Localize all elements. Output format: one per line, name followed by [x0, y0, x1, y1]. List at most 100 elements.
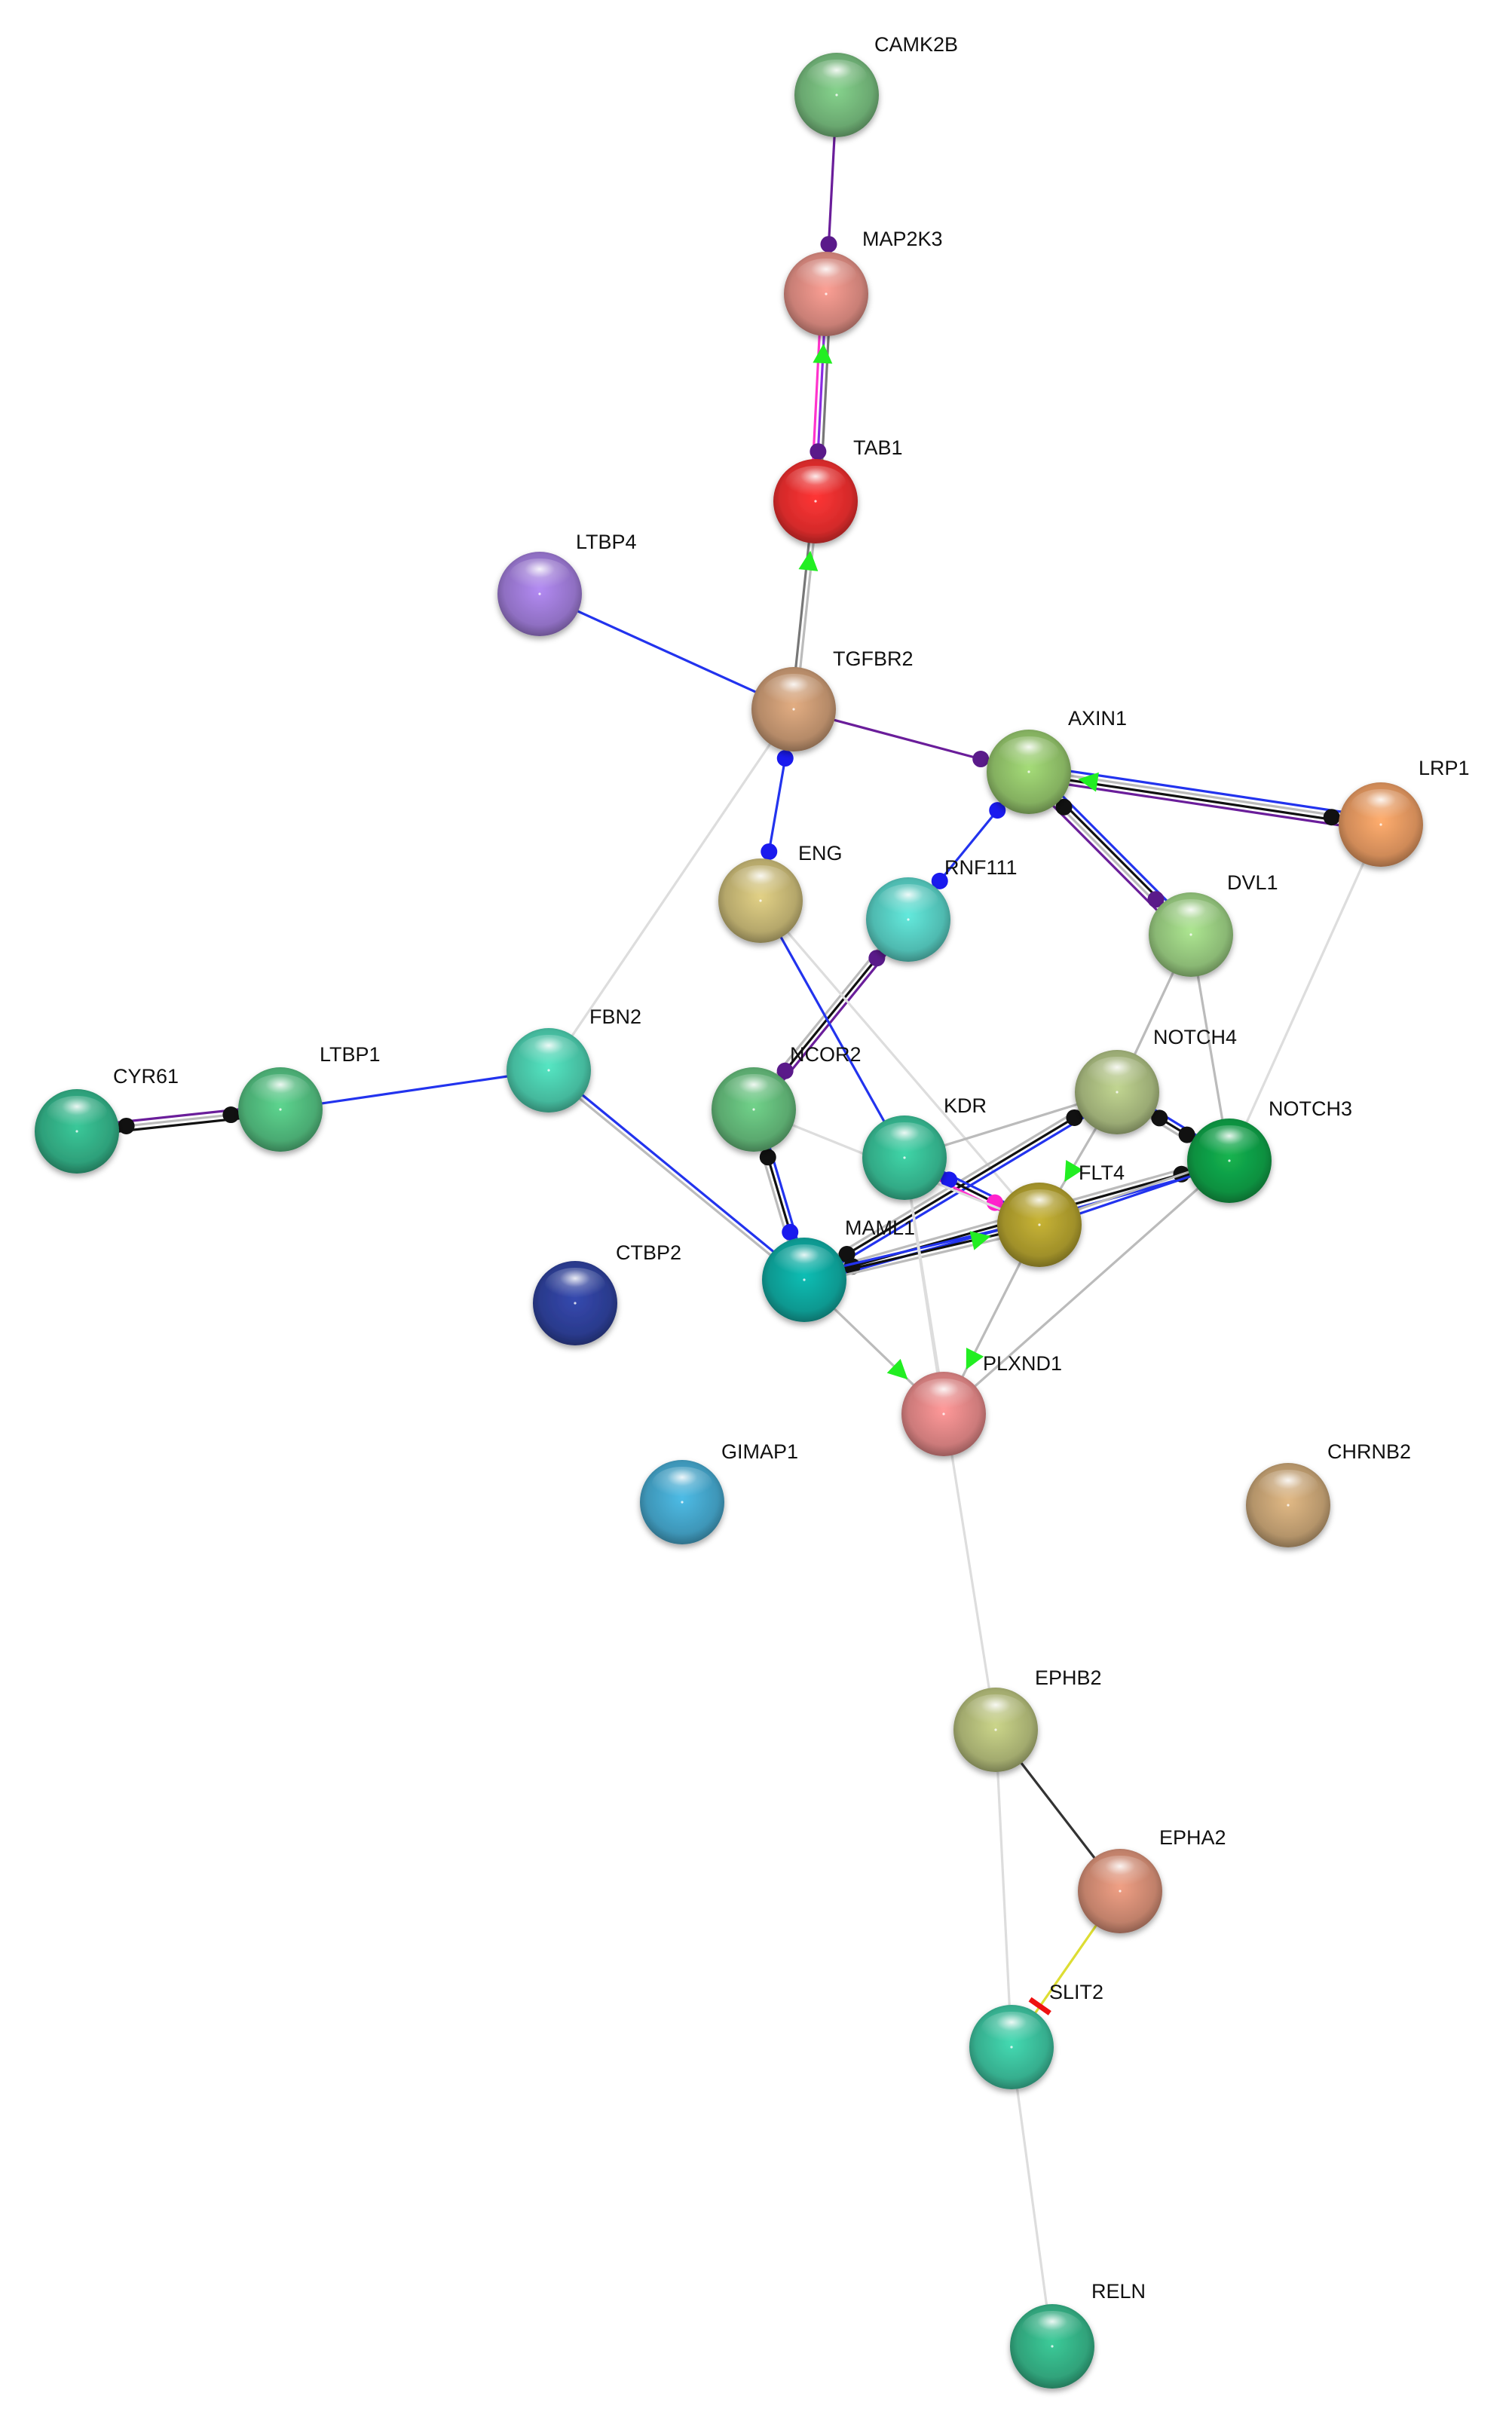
edge-ltbp4-tgfbr2-strand [539, 592, 794, 711]
node-center-dot [574, 1302, 577, 1305]
node-camk2b[interactable]: CAMK2B [794, 33, 958, 137]
edge-tab1-map2k3-target-arrowhead [813, 343, 833, 364]
node-reln[interactable]: RELN [1010, 2280, 1146, 2389]
node-label: ENG [798, 842, 843, 865]
node-chrnb2[interactable]: CHRNB2 [1246, 1440, 1411, 1547]
node-axin1[interactable]: AXIN1 [987, 707, 1127, 814]
node-center-dot [1038, 1223, 1041, 1226]
node-label: MAP2K3 [862, 228, 943, 250]
edge-notch4-maml1-source-endpoint-dot [1066, 1109, 1083, 1126]
node-flt4[interactable]: FLT4 [997, 1161, 1125, 1267]
node-map2k3[interactable]: MAP2K3 [784, 228, 943, 336]
edge-slit2-reln-strand [1010, 2046, 1054, 2347]
edge-ncor2-maml1-source-endpoint-dot [759, 1149, 776, 1166]
node-highlight [730, 865, 791, 901]
node-tab1[interactable]: TAB1 [773, 436, 903, 543]
node-fbn2[interactable]: FBN2 [507, 1005, 641, 1112]
node-label: RNF111 [944, 856, 1018, 879]
node-highlight [1198, 1125, 1260, 1161]
node-highlight [806, 59, 868, 96]
node-gimap1[interactable]: GIMAP1 [640, 1440, 798, 1544]
node-slit2[interactable]: SLIT2 [969, 1981, 1103, 2089]
edge-eng-kdr-strand [759, 900, 906, 1158]
node-center-dot [1051, 2345, 1054, 2348]
node-dvl1[interactable]: DVL1 [1149, 871, 1278, 977]
node-label: KDR [944, 1094, 987, 1117]
edge-fbn2-ltbp1-strand [280, 1069, 549, 1111]
edge-notch4-flt4-target-arrowhead [1064, 1160, 1083, 1183]
node-label: FLT4 [1079, 1161, 1125, 1184]
node-label: TGFBR2 [833, 647, 914, 670]
node-rnf111[interactable]: RNF111 [866, 856, 1018, 962]
node-highlight [1021, 2310, 1083, 2346]
node-center-dot [994, 1728, 997, 1731]
edge-ephb2-slit2 [994, 1729, 1013, 2048]
edge-tgfbr2-fbn2 [547, 708, 795, 1071]
edge-axin1-lrp1-strand [1027, 777, 1380, 833]
edge-ltbp1-cyr61-target-endpoint-dot [118, 1117, 135, 1134]
node-center-dot [681, 1501, 684, 1504]
node-highlight [1257, 1469, 1319, 1505]
edge-notch4-notch3-source-endpoint-dot [1151, 1109, 1168, 1127]
node-label: DVL1 [1227, 871, 1278, 894]
edge-tab1-map2k3-source-endpoint-dot [810, 443, 827, 461]
edge-notch4-notch3-target-endpoint-dot [1178, 1126, 1195, 1143]
node-center-dot [75, 1130, 78, 1133]
edge-ephb2-slit2-strand [994, 1729, 1013, 2048]
node-maml1[interactable]: MAML1 [762, 1216, 915, 1322]
node-notch3[interactable]: NOTCH3 [1187, 1097, 1352, 1203]
edge-notch3-plxnd1 [942, 1159, 1231, 1415]
edge-lrp1-notch3-strand [1228, 824, 1382, 1161]
node-plxnd1[interactable]: PLXND1 [901, 1352, 1062, 1456]
node-highlight [965, 1694, 1027, 1730]
node-center-dot [903, 1156, 906, 1159]
node-highlight [1089, 1855, 1151, 1891]
node-highlight [518, 1034, 580, 1070]
node-eng[interactable]: ENG [718, 842, 843, 943]
node-label: SLIT2 [1049, 1981, 1103, 2003]
edge-kdr-flt4-source-endpoint-dot [941, 1171, 958, 1189]
edge-camk2b-map2k3-target-endpoint-dot [820, 236, 837, 253]
node-highlight [46, 1095, 108, 1131]
node-label: CAMK2B [874, 33, 958, 56]
node-label: RELN [1091, 2280, 1146, 2303]
node-highlight [249, 1073, 311, 1109]
node-ctbp2[interactable]: CTBP2 [533, 1241, 681, 1345]
edge-maml1-plxnd1-target-arrowhead [886, 1358, 908, 1380]
edge-tgfbr2-tab1-target-arrowhead [798, 550, 819, 571]
node-highlight [773, 1244, 835, 1280]
node-kdr[interactable]: KDR [862, 1094, 987, 1200]
node-ltbp1[interactable]: LTBP1 [238, 1043, 381, 1152]
node-highlight [763, 673, 825, 709]
edge-slit2-reln [1010, 2046, 1054, 2347]
node-center-dot [1228, 1159, 1231, 1162]
node-lrp1[interactable]: LRP1 [1339, 757, 1470, 867]
node-ncor2[interactable]: NCOR2 [712, 1043, 862, 1152]
node-label: TAB1 [853, 436, 903, 459]
edge-ltbp4-tgfbr2 [539, 592, 794, 711]
node-label: LTBP1 [320, 1043, 381, 1066]
node-highlight [544, 1267, 606, 1303]
node-highlight [913, 1378, 975, 1414]
node-center-dot [752, 1108, 755, 1111]
node-label: LTBP4 [576, 531, 637, 553]
node-ltbp4[interactable]: LTBP4 [497, 531, 637, 636]
node-center-dot [942, 1412, 945, 1415]
edge-rnf111-ncor2-source-endpoint-dot [868, 950, 886, 967]
node-cyr61[interactable]: CYR61 [35, 1065, 179, 1174]
edge-fbn2-maml1 [546, 1067, 807, 1283]
edge-axin1-lrp1-source-arrowhead [1078, 772, 1099, 792]
edge-flt4-plxnd1-target-arrowhead [966, 1348, 984, 1370]
node-notch4[interactable]: NOTCH4 [1075, 1026, 1237, 1134]
node-highlight [981, 2011, 1042, 2047]
edge-axin1-lrp1-target-endpoint-dot [1323, 809, 1340, 826]
node-ephb2[interactable]: EPHB2 [953, 1666, 1102, 1772]
node-center-dot [1119, 1890, 1122, 1893]
edge-notch4-maml1-strand [806, 1094, 1120, 1285]
edge-axin1-dvl1-target-endpoint-dot [1147, 891, 1165, 908]
node-epha2[interactable]: EPHA2 [1078, 1826, 1226, 1933]
node-tgfbr2[interactable]: TGFBR2 [751, 647, 914, 751]
edge-fbn2-ltbp1 [280, 1069, 549, 1111]
edge-rnf111-ncor2-target-endpoint-dot [776, 1062, 794, 1079]
